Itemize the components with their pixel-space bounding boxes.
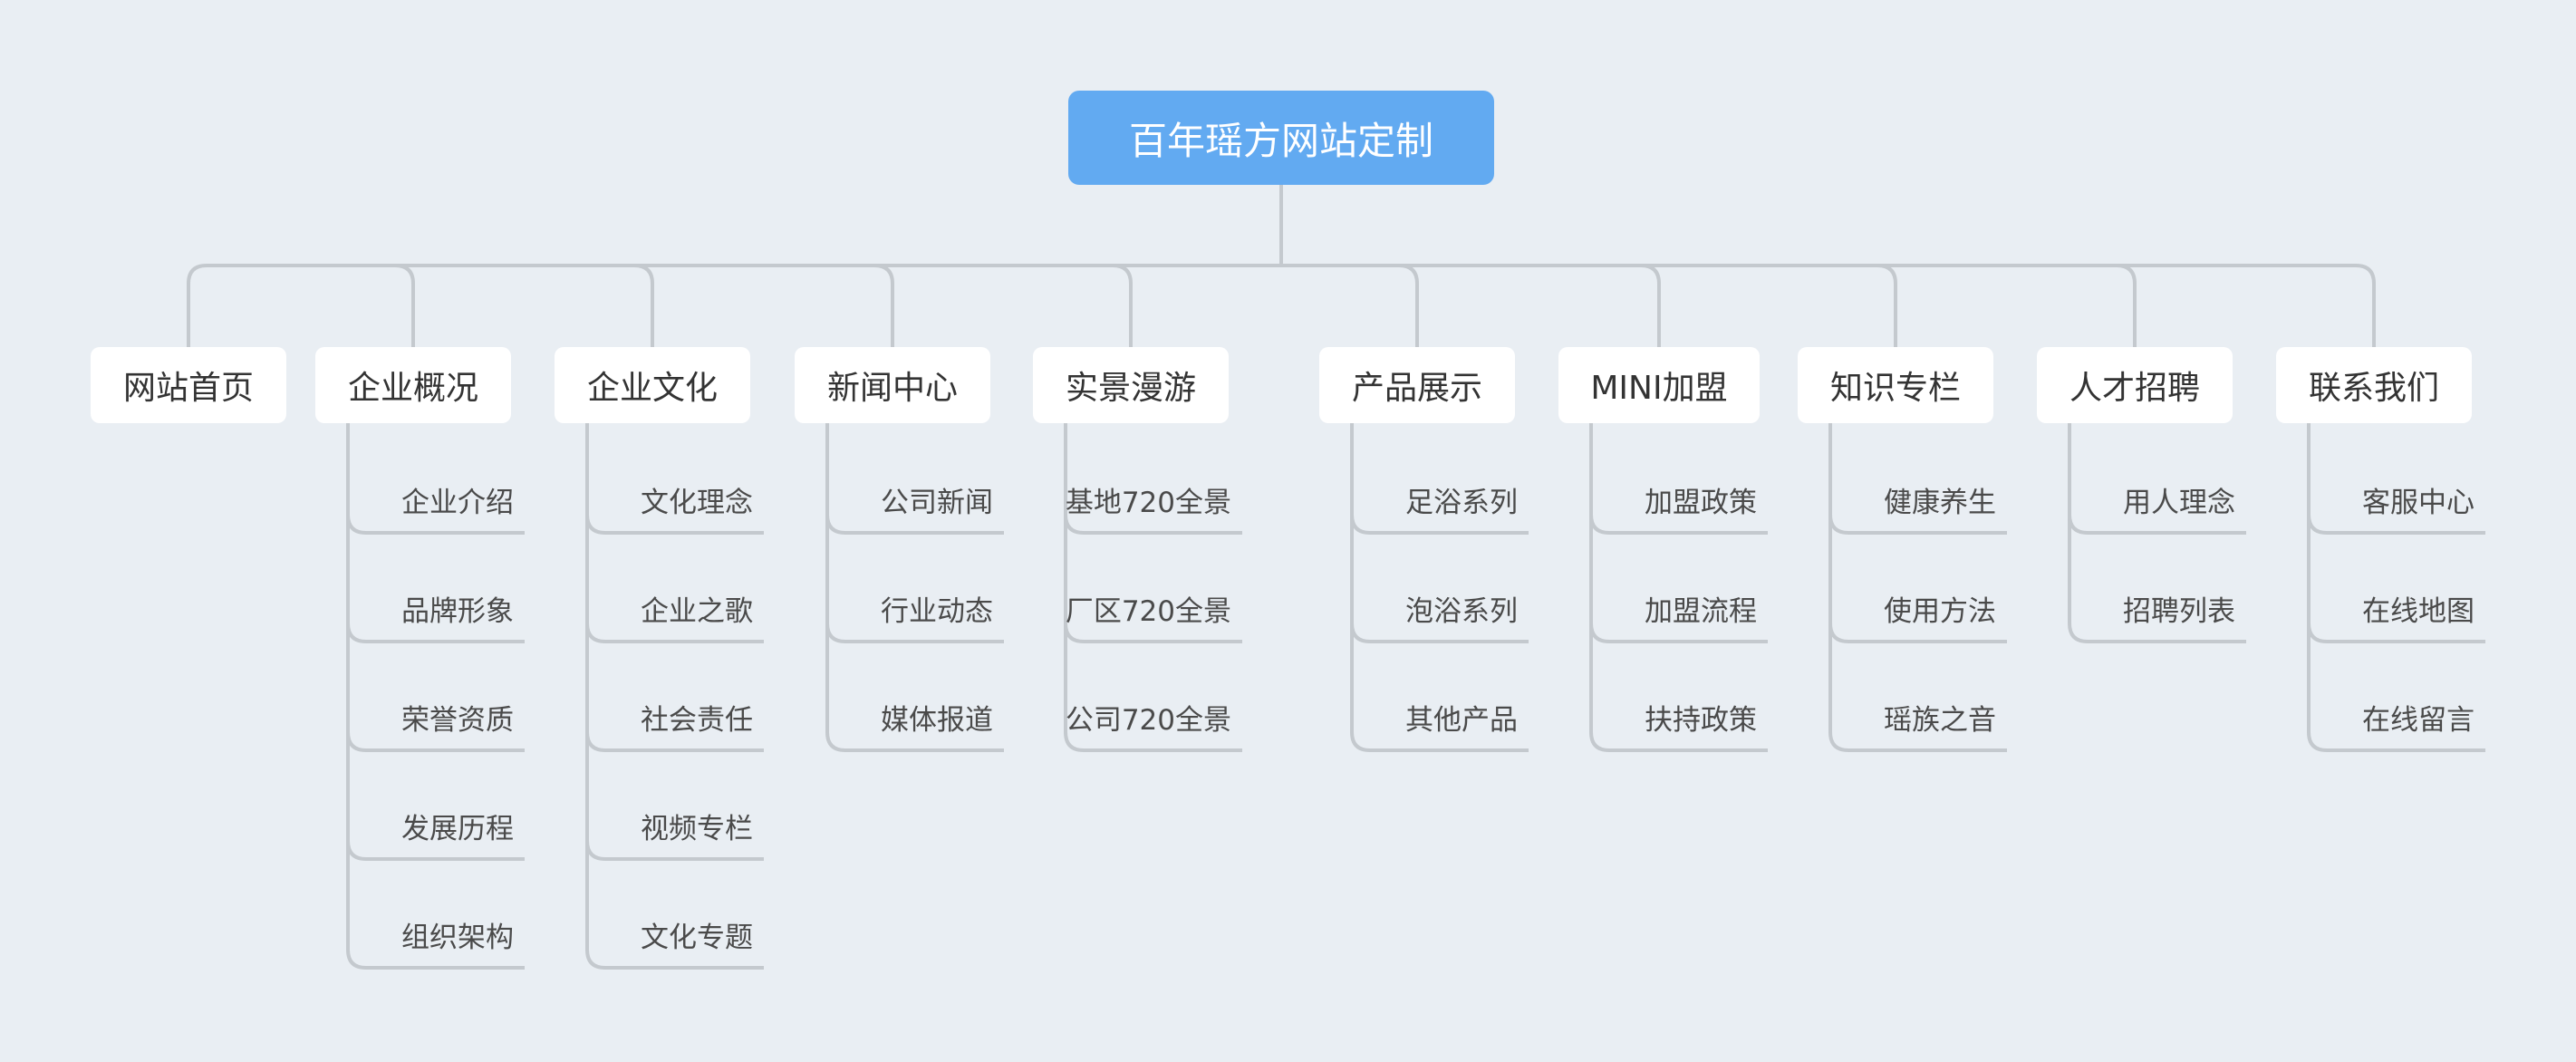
child-item-contact-1[interactable]: 客服中心 (2362, 486, 2475, 519)
child-item-news-1[interactable]: 公司新闻 (881, 486, 993, 519)
child-item-knowledge-3[interactable]: 瑶族之音 (1884, 703, 1996, 737)
child-item-overview-4[interactable]: 发展历程 (401, 812, 514, 845)
node-tour[interactable]: 实景漫游 (1033, 347, 1229, 423)
child-item-contact-3[interactable]: 在线留言 (2362, 703, 2475, 737)
branch-drop-line (1398, 264, 1419, 347)
root-node[interactable]: 百年瑶方网站定制 (1068, 91, 1494, 185)
branch-drop-line (1112, 264, 1133, 347)
branch-drop-line (1640, 264, 1661, 347)
child-item-news-2[interactable]: 行业动态 (881, 594, 993, 628)
node-franchise[interactable]: MINI加盟 (1558, 347, 1760, 423)
node-knowledge[interactable]: 知识专栏 (1798, 347, 1993, 423)
child-item-overview-3[interactable]: 荣誉资质 (401, 703, 514, 737)
child-item-tour-2[interactable]: 厂区720全景 (1065, 594, 1231, 628)
child-item-products-1[interactable]: 足浴系列 (1405, 486, 1518, 519)
child-item-tour-3[interactable]: 公司720全景 (1065, 703, 1231, 737)
child-item-culture-5[interactable]: 文化专题 (641, 921, 753, 954)
child-item-franchise-3[interactable]: 扶持政策 (1645, 703, 1757, 737)
node-home[interactable]: 网站首页 (91, 347, 286, 423)
child-item-products-2[interactable]: 泡浴系列 (1405, 594, 1518, 628)
node-contact[interactable]: 联系我们 (2276, 347, 2472, 423)
child-item-overview-5[interactable]: 组织架构 (401, 921, 514, 954)
child-item-tour-1[interactable]: 基地720全景 (1065, 486, 1231, 519)
branch-drop-line (1877, 264, 1897, 347)
node-overview[interactable]: 企业概况 (315, 347, 511, 423)
child-item-culture-2[interactable]: 企业之歌 (641, 594, 753, 628)
node-news[interactable]: 新闻中心 (795, 347, 990, 423)
child-item-culture-3[interactable]: 社会责任 (641, 703, 753, 737)
branch-drop-line (873, 264, 894, 347)
child-item-culture-1[interactable]: 文化理念 (641, 486, 753, 519)
branch-drop-line (394, 264, 415, 347)
branch-drop-line (633, 264, 654, 347)
child-item-knowledge-2[interactable]: 使用方法 (1884, 594, 1996, 628)
child-item-contact-2[interactable]: 在线地图 (2362, 594, 2475, 628)
node-recruit[interactable]: 人才招聘 (2037, 347, 2233, 423)
child-item-knowledge-1[interactable]: 健康养生 (1884, 486, 1996, 519)
child-item-recruit-1[interactable]: 用人理念 (2123, 486, 2235, 519)
child-item-overview-1[interactable]: 企业介绍 (401, 486, 514, 519)
node-products[interactable]: 产品展示 (1319, 347, 1515, 423)
bus-line (187, 264, 2376, 347)
node-culture[interactable]: 企业文化 (555, 347, 750, 423)
child-item-franchise-1[interactable]: 加盟政策 (1645, 486, 1757, 519)
child-item-franchise-2[interactable]: 加盟流程 (1645, 594, 1757, 628)
child-item-overview-2[interactable]: 品牌形象 (401, 594, 514, 628)
child-item-culture-4[interactable]: 视频专栏 (641, 812, 753, 845)
child-item-products-3[interactable]: 其他产品 (1405, 703, 1518, 737)
branch-drop-line (2116, 264, 2137, 347)
child-item-recruit-2[interactable]: 招聘列表 (2123, 594, 2235, 628)
child-item-news-3[interactable]: 媒体报道 (881, 703, 993, 737)
